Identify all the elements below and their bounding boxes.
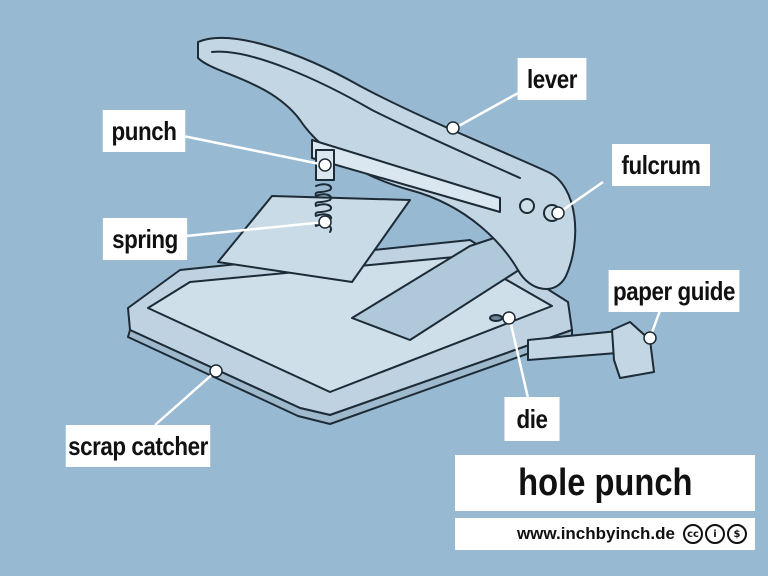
cc-icon: cc [683, 524, 703, 544]
lever-inner [211, 50, 521, 179]
paper-plate [217, 195, 411, 283]
die-marker [502, 311, 516, 325]
paper-guide-stop [611, 321, 655, 379]
fulcrum-marker [551, 206, 565, 220]
spring-leader [185, 220, 326, 238]
die-leader [508, 319, 530, 399]
paper-guide-marker [643, 331, 657, 345]
die-hole [489, 314, 503, 322]
title-banner: hole punch [455, 455, 755, 511]
scrap-catcher-leader [154, 371, 216, 426]
spring-marker [318, 215, 332, 229]
license-badge: cc i $ [683, 524, 747, 544]
label-scrap-catcher: scrap catcher [65, 425, 211, 467]
scrap-catcher-marker [209, 364, 223, 378]
punch-marker [318, 158, 332, 172]
footer-credit: www.inchbyinch.de cc i $ [455, 518, 755, 550]
source-url: www.inchbyinch.de [516, 524, 675, 543]
lever-leader [454, 90, 521, 130]
punch-leader [182, 134, 326, 167]
lever-marker [446, 121, 460, 135]
fulcrum-pin-left [519, 198, 535, 214]
punch-rod [311, 139, 501, 213]
label-fulcrum: fulcrum [611, 144, 711, 186]
label-paper-guide: paper guide [608, 270, 740, 312]
label-die: die [504, 397, 560, 441]
by-icon: i [705, 524, 725, 544]
label-punch: punch [102, 110, 186, 152]
label-lever: lever [517, 58, 587, 100]
fulcrum-leader [559, 180, 604, 214]
page-title: hole punch [517, 461, 693, 504]
nc-icon: $ [727, 524, 747, 544]
label-spring: spring [102, 218, 188, 260]
